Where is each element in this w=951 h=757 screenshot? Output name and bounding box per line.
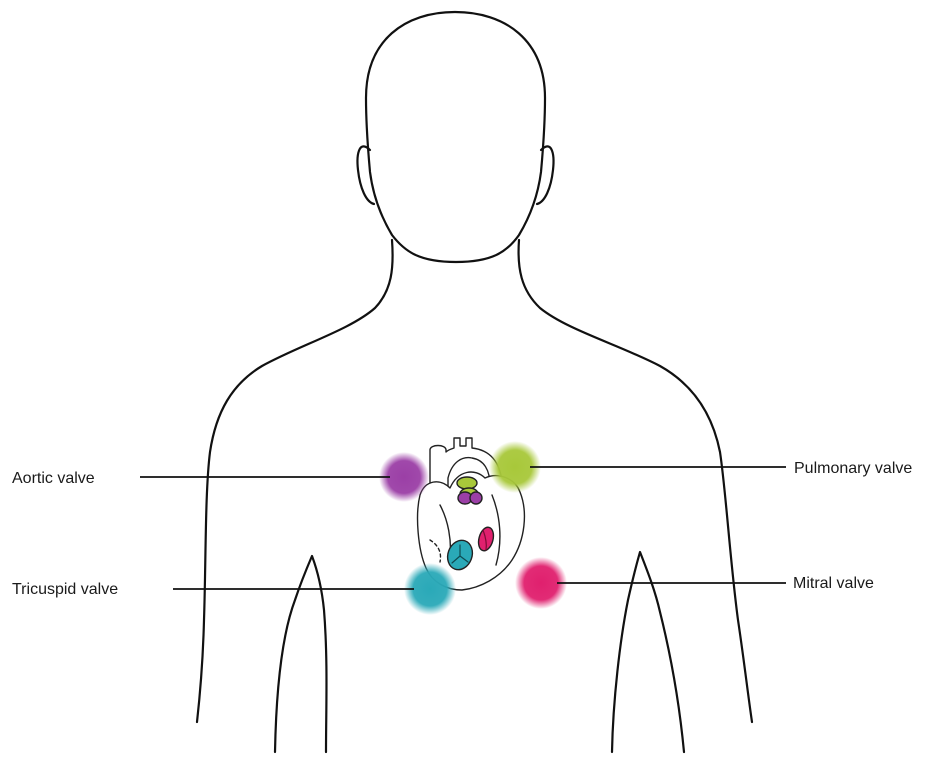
right-torso-outline <box>519 240 752 722</box>
mitral-valve-label: Mitral valve <box>793 574 874 594</box>
aortic-valve-small <box>470 492 482 504</box>
left-armpit-outline <box>275 556 327 752</box>
right-armpit-outline <box>612 552 684 752</box>
pulmonary-valve-label: Pulmonary valve <box>794 459 912 479</box>
head-outline <box>366 12 545 262</box>
tricuspid-valve-label: Tricuspid valve <box>12 580 118 600</box>
pulmonary-valve-small <box>457 477 477 489</box>
aortic-valve-label: Aortic valve <box>12 469 95 489</box>
body-outline <box>197 12 752 752</box>
left-torso-outline <box>197 240 393 722</box>
